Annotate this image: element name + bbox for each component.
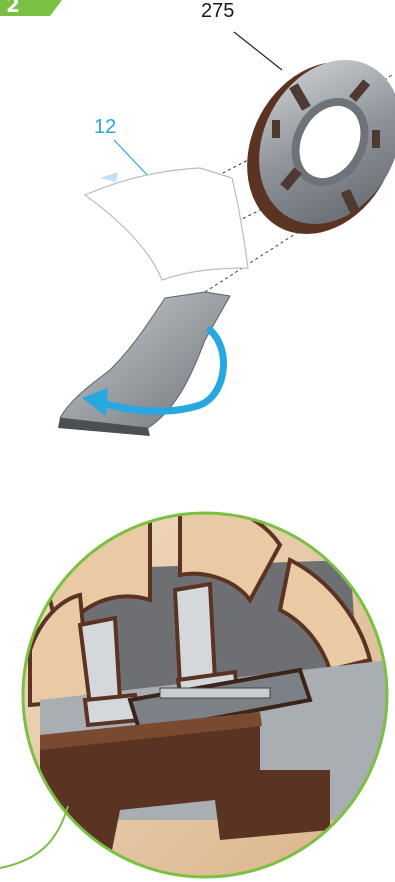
part-12-panel [85,168,248,280]
part-275-ring [218,35,395,260]
grey-curved-panel [58,292,230,436]
leader-line-12 [114,140,152,180]
callout-connector [0,806,68,868]
leader-line-275 [234,32,282,70]
detail-view-circle [0,504,390,880]
